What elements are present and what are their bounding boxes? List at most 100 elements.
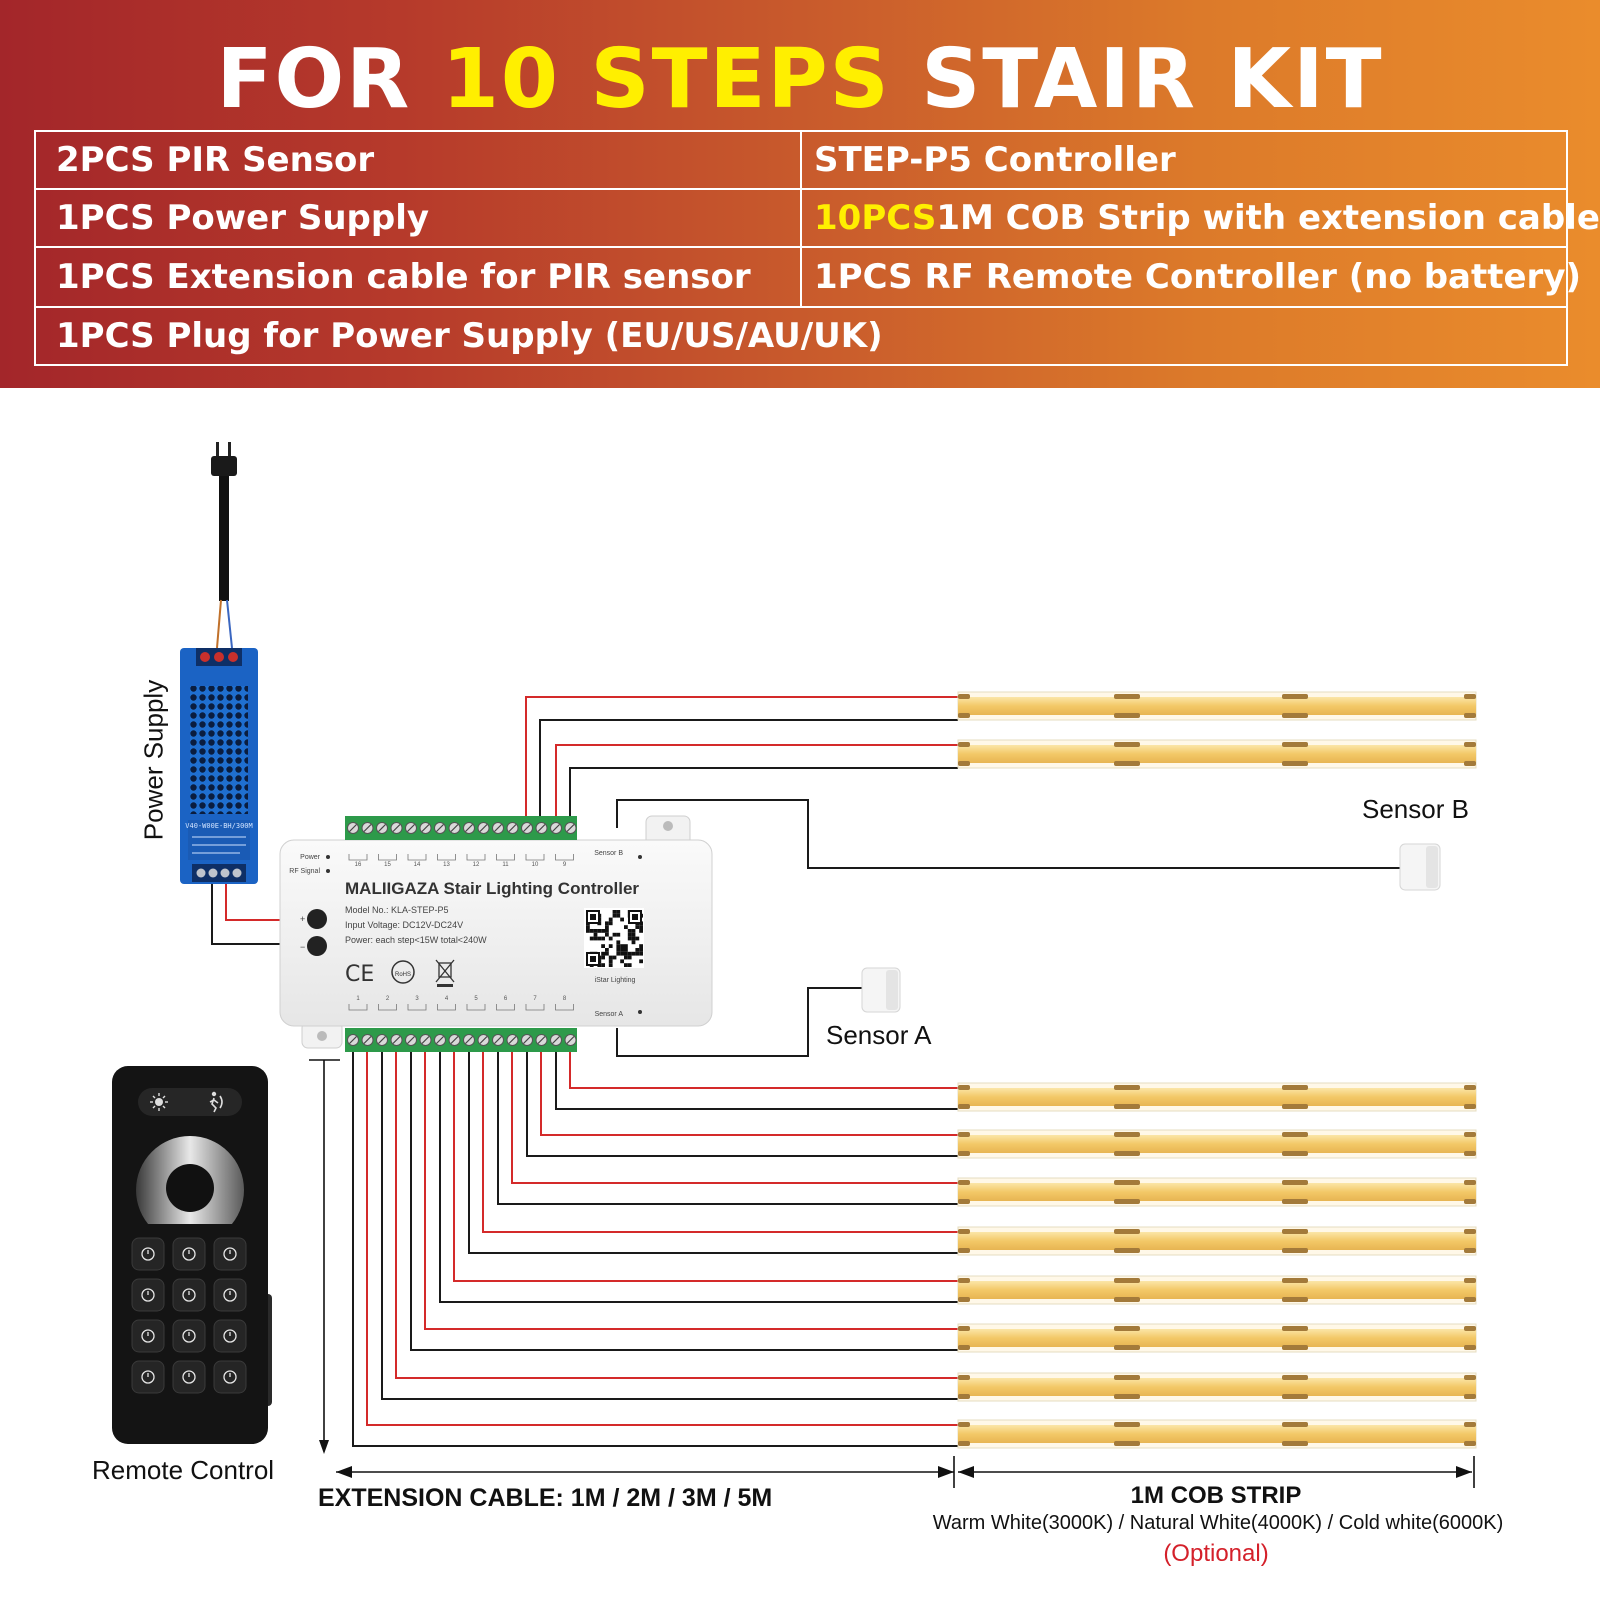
- channel-label: 10: [532, 862, 539, 868]
- controller-power: Power: each step<15W total<240W: [345, 935, 487, 945]
- power-supply-label: Power Supply: [138, 679, 169, 841]
- kit-item: 1PCS RF Remote Controller (no battery): [814, 257, 1582, 297]
- channel-label: 3: [415, 996, 419, 1002]
- optional-label: (Optional): [1163, 1540, 1269, 1567]
- svg-text:−: −: [300, 942, 305, 952]
- channel-label: 9: [563, 862, 567, 868]
- channel-label: 16: [355, 862, 362, 868]
- speed-up-icon: [182, 1288, 196, 1302]
- extension-cable-label: EXTENSION CABLE: 1M / 2M / 3M / 5M: [318, 1484, 773, 1512]
- sensor-b-label: Sensor B: [1362, 794, 1469, 824]
- title-highlight: 10 STEPS: [441, 32, 891, 127]
- step-plus-icon: [141, 1288, 155, 1302]
- banner-title: FOR 10 STEPS STAIR KIT: [0, 30, 1600, 130]
- cob-strip: [957, 1177, 1477, 1207]
- remote-key[interactable]: [213, 1237, 247, 1271]
- remote-key[interactable]: [131, 1319, 165, 1353]
- brightness-icon: [150, 1093, 168, 1111]
- scene-grid-icon: [141, 1247, 155, 1261]
- channel-label: 7: [533, 996, 537, 1002]
- cob-strip: [957, 1275, 1477, 1305]
- kit-item: 2PCS PIR Sensor: [36, 132, 802, 188]
- wire: [569, 1052, 958, 1089]
- cob-strips-group: [957, 691, 1477, 1449]
- remote-key[interactable]: [131, 1278, 165, 1312]
- wire: [352, 1052, 958, 1447]
- slope-grid-icon: [223, 1247, 237, 1261]
- wire: [424, 1052, 958, 1330]
- ce-mark-icon: CE: [345, 962, 374, 987]
- cob-strip: [957, 1372, 1477, 1402]
- cob-strip: [957, 691, 1477, 721]
- kit-item-rest: 1M COB Strip with extension cable: [936, 198, 1600, 238]
- wire: [497, 1052, 958, 1205]
- kit-item: 10PCS 1M COB Strip with extension cable: [802, 190, 1600, 246]
- brand-label: iStar Lighting: [595, 977, 636, 984]
- dimension-lines: [309, 1059, 1475, 1488]
- cob-strip: [957, 1082, 1477, 1112]
- dial-center-button[interactable]: [166, 1164, 214, 1212]
- remote-key[interactable]: [172, 1278, 206, 1312]
- rohs-icon: [391, 960, 415, 984]
- wire: [511, 1052, 958, 1184]
- speed-down-icon: [182, 1329, 196, 1343]
- step-icon: [141, 1329, 155, 1343]
- remote-key[interactable]: [172, 1360, 206, 1394]
- sensor-a-label: Sensor A: [826, 1020, 932, 1050]
- cob-options-label: Warm White(3000K) / Natural White(4000K)…: [932, 1512, 1504, 1534]
- channel-label: 13: [443, 862, 450, 868]
- sensor-b: [1399, 843, 1441, 891]
- psu-spec-text: V40-W00E-BH/300M: [185, 822, 252, 830]
- brightness-icon: [182, 1247, 196, 1261]
- sensor-a-port-label: Sensor A: [595, 1011, 624, 1018]
- channel-label: 11: [502, 862, 509, 868]
- remote-key[interactable]: [172, 1237, 206, 1271]
- cob-strip: [957, 1323, 1477, 1353]
- controller-model: Model No.: KLA-STEP-P5: [345, 905, 449, 915]
- kit-contents-table: 2PCS PIR Sensor STEP-P5 Controller 1PCS …: [34, 130, 1600, 366]
- bottom-terminal-block: [347, 1034, 577, 1046]
- timer-90-icon: [223, 1370, 237, 1384]
- wire: [482, 1052, 958, 1233]
- cob-strip: [957, 1226, 1477, 1256]
- controller-title: MALIIGAZA Stair Lighting Controller: [345, 879, 639, 898]
- wires-group: [352, 696, 958, 1447]
- remote-key[interactable]: [213, 1360, 247, 1394]
- remote-key[interactable]: [131, 1237, 165, 1271]
- channel-label: 15: [384, 862, 391, 868]
- wire: [526, 1052, 958, 1157]
- remote-keypad: [131, 1237, 247, 1394]
- power-plug: [211, 442, 237, 649]
- motion-icon: [209, 1091, 223, 1113]
- remote-key[interactable]: [131, 1360, 165, 1394]
- top-terminal-block: [347, 822, 577, 834]
- kit-item-highlight: 10PCS: [814, 198, 937, 238]
- qr-code-icon: [584, 908, 644, 968]
- cob-strip: [957, 739, 1477, 769]
- title-prefix: FOR: [216, 32, 442, 127]
- cob-strip-label: 1M COB STRIP: [1130, 1482, 1302, 1509]
- kit-item: 1PCS Power Supply: [36, 190, 802, 246]
- remote-key[interactable]: [172, 1319, 206, 1353]
- kit-row: 2PCS PIR Sensor STEP-P5 Controller: [36, 132, 1566, 190]
- remote-key[interactable]: [213, 1278, 247, 1312]
- rf-led-label: RF Signal: [289, 868, 320, 875]
- wire: [468, 1052, 958, 1254]
- kit-item: STEP-P5 Controller: [814, 140, 1176, 180]
- power-led-label: Power: [300, 854, 321, 861]
- channel-label: 1: [356, 996, 360, 1002]
- controller-input: Input Voltage: DC12V-DC24V: [345, 920, 463, 930]
- remote-key[interactable]: [213, 1319, 247, 1353]
- sensor-a: [861, 967, 901, 1013]
- cob-strip: [957, 1419, 1477, 1449]
- title-suffix: STAIR KIT: [890, 32, 1384, 127]
- wire: [410, 1052, 958, 1351]
- cob-strip: [957, 1129, 1477, 1159]
- channel-label: 6: [504, 996, 508, 1002]
- kit-row: 1PCS Plug for Power Supply (EU/US/AU/UK): [36, 308, 1566, 364]
- wire: [439, 1052, 958, 1303]
- slope-plus-icon: [223, 1288, 237, 1302]
